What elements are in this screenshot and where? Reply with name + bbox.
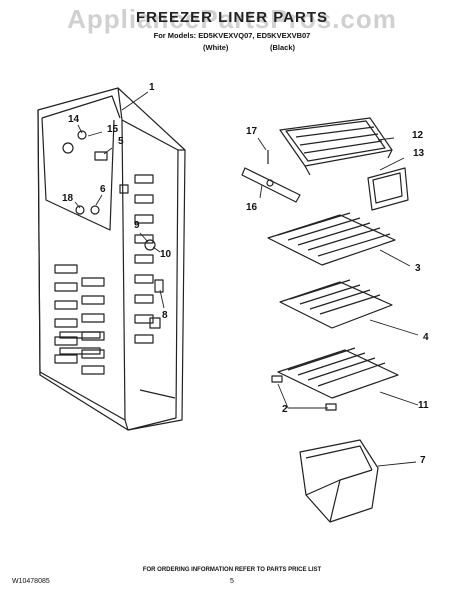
wire-shelf-4 <box>279 279 393 329</box>
callout-11: 11 <box>418 400 429 411</box>
glass-shelf-12 <box>279 117 393 176</box>
wire-shelf-11 <box>271 347 399 411</box>
callout-17: 17 <box>246 126 258 137</box>
callout-12: 12 <box>412 130 424 141</box>
callout-18: 18 <box>62 193 74 204</box>
shelf-slide-16 <box>241 167 301 203</box>
callout-4: 4 <box>423 332 429 343</box>
color-black-label: (Black) <box>270 43 296 52</box>
page-number: 5 <box>230 578 234 585</box>
callout-6: 6 <box>100 184 106 195</box>
document-number: W10478085 <box>12 578 50 585</box>
callout-16: 16 <box>246 202 258 213</box>
watermark-logo: AppliancePartsPros.com <box>67 4 397 34</box>
page-title: FREEZER LINER PARTS <box>135 9 329 26</box>
callout-1: 1 <box>149 82 155 93</box>
callout-5: 5 <box>118 136 124 147</box>
ice-bin-7 <box>299 439 379 523</box>
freezer-liner-drawing <box>37 87 186 431</box>
callout-2: 2 <box>282 404 288 415</box>
callout-15: 15 <box>107 124 119 135</box>
models-line: For Models: ED5KVEXVQ07, ED5KVEXVB07 <box>153 31 311 40</box>
callout-13: 13 <box>413 148 425 159</box>
callout-8: 8 <box>162 310 168 321</box>
color-white-label: (White) <box>203 43 229 52</box>
callout-7: 7 <box>420 455 426 466</box>
wire-shelf-3 <box>267 212 396 266</box>
callout-10: 10 <box>160 249 172 260</box>
callout-3: 3 <box>415 263 421 274</box>
callout-14: 14 <box>68 114 80 125</box>
callout-9: 9 <box>134 220 140 231</box>
ordering-note: FOR ORDERING INFORMATION REFER TO PARTS … <box>142 567 322 573</box>
